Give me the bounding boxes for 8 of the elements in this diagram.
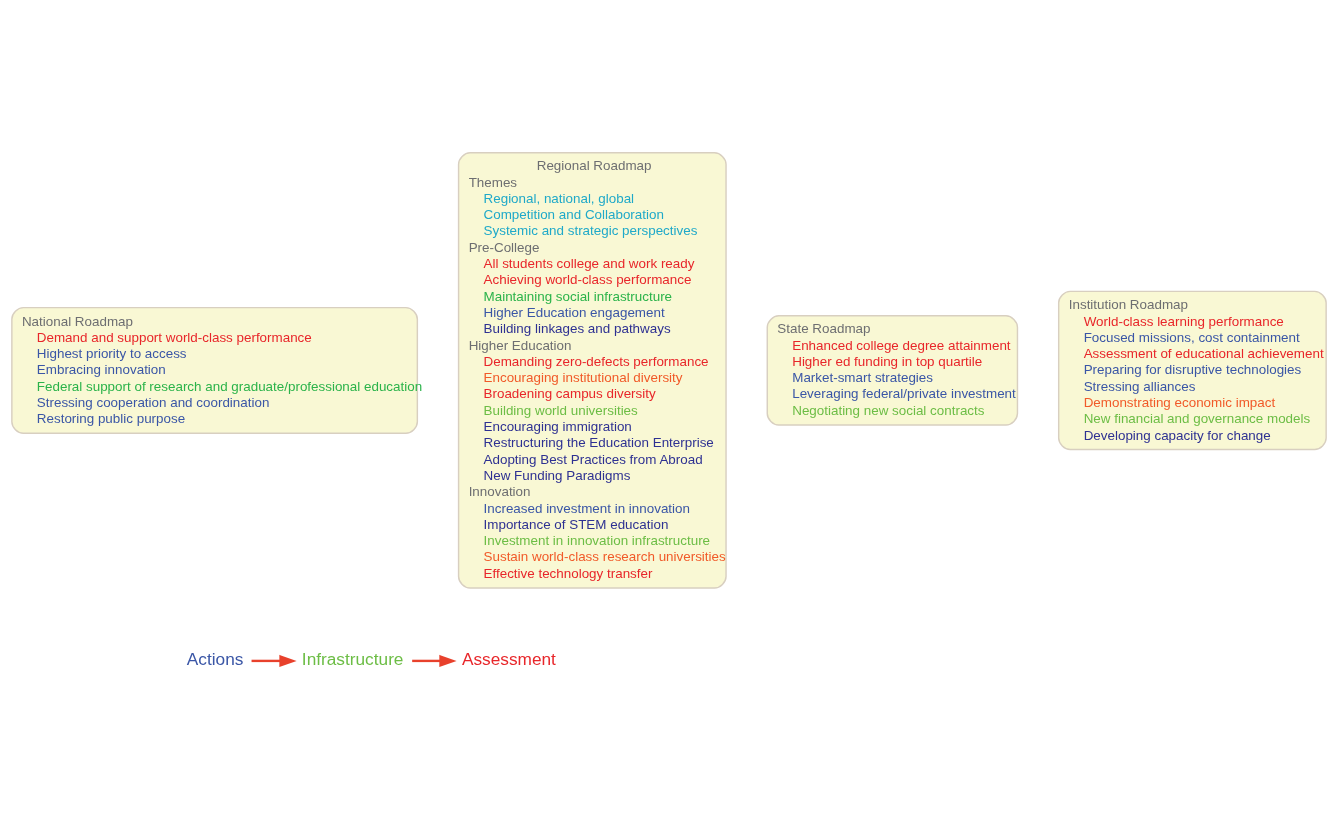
node-text: Actions — [186, 649, 244, 670]
node-box: Regional Roadmap Themes Regional, national, global Competition and Collaboration Systemic and strategic perspectives Pre-College All students college and work ready Achieving world-class performance Maintaining social infrastructure Higher Education engagement Building linkages and pathways Higher Education Demanding zero-defects performance Encouraging institutional diversity Broadening campus diversity Building world universities Encouraging immigration Restructuring the Education Enterprise Adopting Best Practices from Abroad New Funding Paradigms Innovation Increased investment in innovation Importance of STEM education Investment in innovation infrastructure Sustain world-class research universities Effective technology transfer — [457, 152, 727, 589]
node-box: State Roadmap Enhanced college degree attainment Higher ed funding in top quartile Market-smart strategies Leveraging federal/private investment Negotiating new social contracts — [766, 315, 1019, 426]
node-box: Institution Roadmap World-class learning performance Focused missions, cost containment Assessment of educational achievement Preparing for disruptive technologies Stressing alliances Demonstrating economic impact New financial and governance models Developing capacity for change — [1057, 290, 1327, 451]
arrow — [251, 654, 297, 667]
arrow — [412, 654, 457, 667]
node-text: Assessment — [461, 649, 556, 670]
node-text: Infrastructure — [301, 649, 404, 670]
